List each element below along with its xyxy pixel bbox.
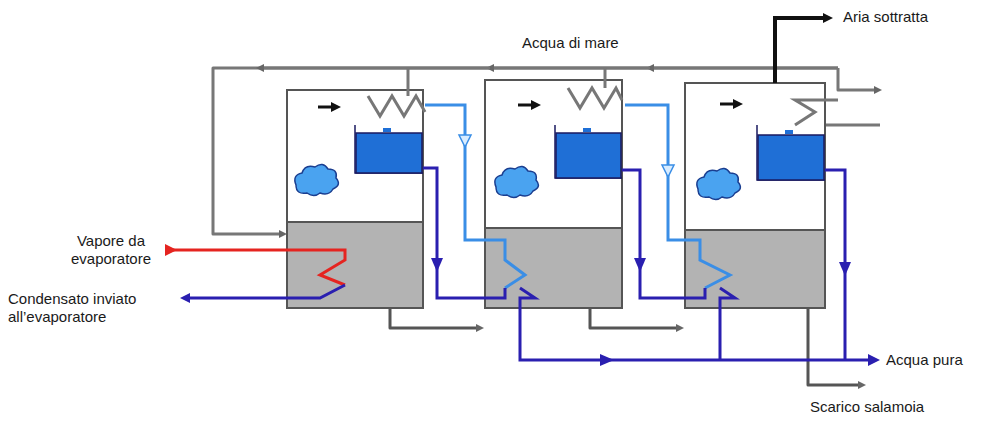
brine-label: Scarico salamoia [810,398,960,416]
product-label: Acqua pura [886,351,986,369]
seawater-label: Acqua di mare [522,34,652,52]
steam-label: Vapore da evaporatore [62,232,160,268]
condensate-label: Condensato inviato all’evaporatore [8,290,178,326]
air-label: Aria sottratta [843,8,983,26]
